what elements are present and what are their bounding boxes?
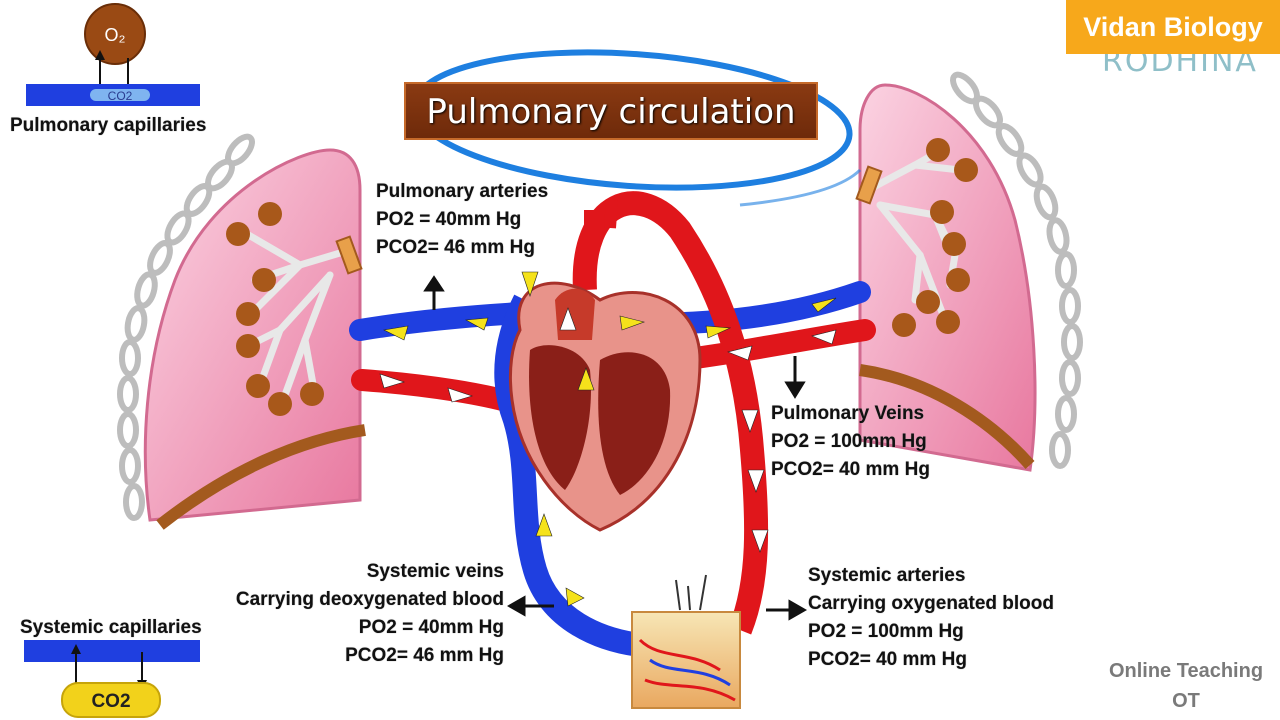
left-chain (117, 133, 255, 521)
arrow-pv-left-1 (379, 373, 405, 389)
systemic-arteries-label: Systemic arteries Carrying oxygenated bl… (808, 562, 1054, 674)
pulmonary-arteries-name: Pulmonary arteries (376, 181, 549, 202)
channel-brand-label: Vidan Biology (1083, 12, 1263, 42)
systemic-veins-po2: PO2 = 40mm Hg (358, 617, 504, 638)
title-banner: Pulmonary circulation (404, 82, 818, 140)
legend-pulmonary-capillaries: O₂ CO2 (26, 3, 200, 106)
left-lung-pleura (156, 424, 366, 530)
arrow-heart-yellow (577, 367, 595, 391)
left-alveoli (226, 202, 324, 416)
title-highlight-tail (739, 168, 862, 207)
arrow-into-heart (521, 271, 539, 297)
left-bronchus (335, 235, 363, 275)
systemic-capillaries-label: Systemic capillaries (20, 617, 202, 638)
pulmonary-arteries-po2: PO2 = 40mm Hg (376, 209, 522, 230)
o2-bubble (84, 3, 146, 65)
systemic-vein (494, 294, 642, 657)
pulmonary-arteries-pco2: PCO2= 46 mm Hg (376, 237, 535, 258)
arrow-pv-right-1 (727, 345, 753, 361)
channel-brand: Vidan Biology (1066, 0, 1280, 54)
watermark-line-1: Online Teaching (1108, 660, 1264, 682)
pulmonary-capillaries-label: Pulmonary capillaries (10, 115, 207, 136)
o2-label: O₂ (105, 25, 126, 45)
arrow-pa-right-1 (619, 315, 646, 331)
pulmonary-veins-po2: PO2 = 100mm Hg (771, 431, 927, 452)
arrow-pv-left-2 (447, 387, 473, 403)
co2-pill (61, 682, 161, 718)
right-alveoli (892, 138, 978, 337)
legend-systemic-capillaries: CO2 (24, 640, 200, 718)
arrow-pa-left-1 (383, 325, 409, 341)
arrow-pa-right-3 (811, 297, 837, 313)
arrow-sv-1 (535, 513, 553, 537)
systemic-arteries-name: Systemic arteries (808, 565, 966, 586)
right-bronchus (855, 165, 883, 205)
pulmonary-veins-name: Pulmonary Veins (771, 403, 925, 424)
co2-pill-label: CO2 (91, 691, 130, 712)
systemic-veins-desc: Carrying deoxygenated blood (235, 589, 504, 610)
arrow-pa-left-2 (465, 317, 489, 331)
pulmonary-arteries-label: Pulmonary arteries PO2 = 40mm Hg PCO2= 4… (376, 178, 548, 262)
co2-tube-label: CO2 (108, 89, 133, 103)
systemic-veins-name: Systemic veins (366, 561, 504, 582)
systemic-arteries-po2: PO2 = 100mm Hg (808, 621, 964, 642)
arrow-heart-white (559, 307, 577, 331)
systemic-arteries-desc: Carrying oxygenated blood (808, 593, 1054, 614)
label-pointers (423, 275, 808, 621)
systemic-veins-pco2: PCO2= 46 mm Hg (345, 645, 504, 666)
tissue-block (631, 574, 741, 709)
aorta-branches (584, 199, 618, 240)
flow-arrows (379, 271, 837, 607)
pulmonary-veins-pco2: PCO2= 40 mm Hg (771, 459, 930, 480)
arrow-sv-2 (565, 587, 585, 607)
systemic-arteries-pco2: PCO2= 40 mm Hg (808, 649, 967, 670)
systemic-veins-label: Systemic veins Carrying deoxygenated blo… (236, 558, 504, 670)
arrow-sa-1 (741, 409, 759, 433)
watermark-line-2: OT (1172, 690, 1200, 712)
right-chain (950, 71, 1083, 469)
arrow-pa-right-2 (705, 325, 732, 339)
capillary-tube-bottom (24, 640, 200, 662)
online-teaching-watermark: Online Teaching OT (1088, 656, 1280, 716)
arrow-sa-2 (747, 469, 765, 493)
arrow-sa-3 (751, 529, 769, 553)
heart (508, 281, 702, 532)
arrow-pv-right-2 (811, 329, 837, 345)
right-lung-pleura (859, 364, 1035, 469)
pulmonary-veins-label: Pulmonary Veins PO2 = 100mm Hg PCO2= 40 … (771, 400, 930, 484)
page-title: Pulmonary circulation (426, 92, 796, 132)
